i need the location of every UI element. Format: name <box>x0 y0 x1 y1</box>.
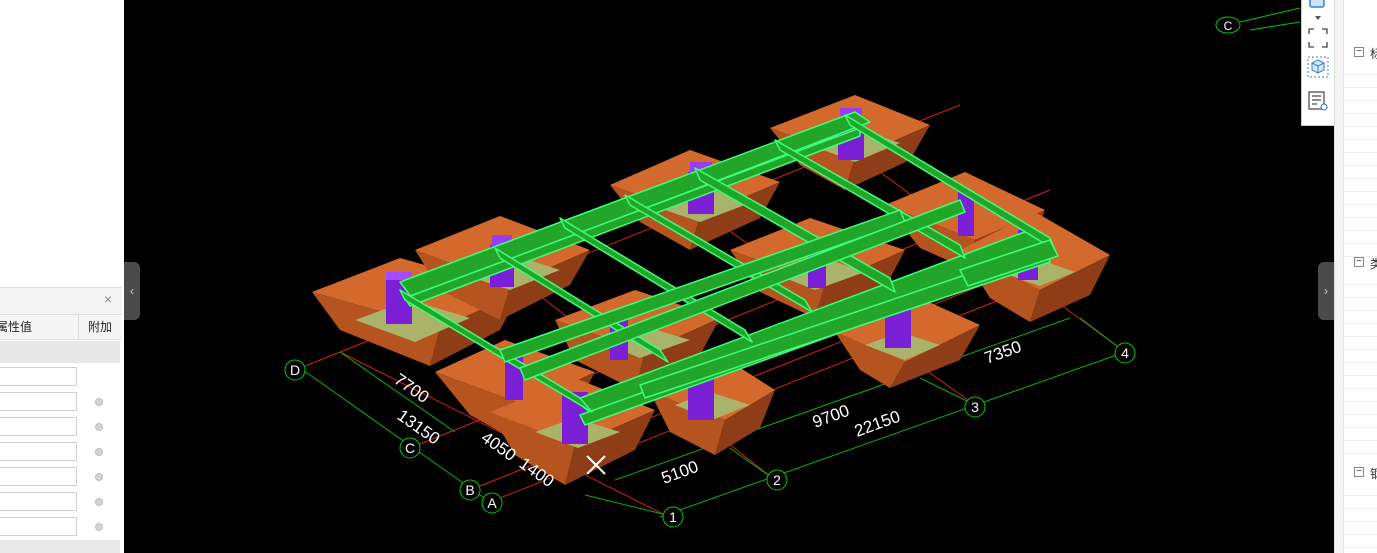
property-group-row[interactable] <box>0 341 120 363</box>
tree-collapse-toggle[interactable]: − <box>1354 467 1364 477</box>
property-row <box>0 465 120 490</box>
property-value-input[interactable] <box>0 442 77 461</box>
property-row <box>0 440 120 465</box>
grid-bubble-1: 1 <box>662 506 684 528</box>
column-header-value: 属性值 <box>0 315 79 340</box>
close-icon[interactable]: × <box>103 291 112 307</box>
property-value-input[interactable] <box>0 492 77 511</box>
property-row <box>0 415 120 440</box>
svg-text:B: B <box>465 482 474 498</box>
grid-bubble-d: D <box>284 359 306 381</box>
dropdown-arrow-icon[interactable] <box>1307 12 1329 22</box>
grid-bubble-b: B <box>459 479 481 501</box>
beams <box>399 111 1059 426</box>
extra-checkbox[interactable] <box>95 473 103 481</box>
dim-9700: 9700 <box>810 401 852 432</box>
dim-22150: 22150 <box>852 407 903 441</box>
properties-header: × <box>0 287 122 315</box>
tree-section-label[interactable]: 类 <box>1370 257 1377 271</box>
panel-scrollbar[interactable] <box>0 540 120 553</box>
view-cube-icon[interactable] <box>1307 0 1329 16</box>
properties-list-icon[interactable] <box>1307 90 1329 112</box>
crosshair-cursor-icon <box>586 455 606 475</box>
extra-checkbox[interactable] <box>95 448 103 456</box>
grid-bubble-c: C <box>399 437 421 459</box>
view-toolbar <box>1301 0 1335 126</box>
svg-text:4: 4 <box>1121 345 1129 361</box>
dimension-lines <box>299 317 1126 518</box>
extra-checkbox[interactable] <box>95 423 103 431</box>
extra-checkbox[interactable] <box>95 523 103 531</box>
property-row <box>0 390 120 415</box>
svg-text:C: C <box>405 440 415 456</box>
tree-section-label[interactable]: 标 <box>1370 47 1377 61</box>
svg-text:3: 3 <box>971 399 979 415</box>
collapse-left-panel-button[interactable]: ‹ <box>124 262 140 320</box>
grid-labels: D C B A 1 2 3 4 C <box>284 7 1301 528</box>
tree-rows <box>1343 272 1377 454</box>
dim-5100: 5100 <box>659 457 701 488</box>
3d-view-icon[interactable] <box>1307 56 1329 78</box>
dim-7350: 7350 <box>982 337 1024 368</box>
grid-bubble-a: A <box>481 492 503 514</box>
property-row <box>0 490 120 515</box>
property-row <box>0 365 120 390</box>
column-header-extra: 附加 <box>79 315 121 340</box>
panel-gutter <box>1335 0 1344 553</box>
3d-viewport[interactable]: D C B A 1 2 3 4 C 7700 13150 4050 1400 5… <box>124 0 1334 553</box>
tree-collapse-toggle[interactable]: − <box>1354 257 1364 267</box>
svg-text:A: A <box>487 495 497 511</box>
tree-rows <box>1343 483 1377 548</box>
tree-section-label[interactable]: 钢 <box>1370 467 1377 481</box>
property-value-input[interactable] <box>0 517 77 536</box>
grid-bubble-2: 2 <box>766 469 788 491</box>
property-value-input[interactable] <box>0 417 77 436</box>
component-list-area <box>0 0 122 283</box>
collapse-right-panel-button[interactable]: › <box>1318 262 1334 320</box>
svg-text:2: 2 <box>773 472 781 488</box>
fullscreen-icon[interactable] <box>1307 27 1329 49</box>
svg-text:1: 1 <box>669 509 677 525</box>
property-value-input[interactable] <box>0 392 77 411</box>
tree-collapse-toggle[interactable]: − <box>1354 47 1364 57</box>
grid-bubble-4: 4 <box>1114 342 1136 364</box>
tree-rows <box>1343 62 1377 257</box>
extra-checkbox[interactable] <box>95 498 103 506</box>
properties-panel: × 属性值 附加 <box>0 0 125 553</box>
component-tree-panel: − 标 − 类 − 钢 <box>1334 0 1377 553</box>
property-row <box>0 515 120 540</box>
property-value-input[interactable] <box>0 367 77 386</box>
view-cube-c-label: C <box>1215 16 1241 34</box>
property-value-input[interactable] <box>0 467 77 486</box>
grid-bubble-3: 3 <box>964 396 986 418</box>
extra-checkbox[interactable] <box>95 398 103 406</box>
structure-model[interactable]: D C B A 1 2 3 4 C 7700 13150 4050 1400 5… <box>124 0 1334 553</box>
svg-text:D: D <box>290 362 300 378</box>
svg-text:C: C <box>1224 19 1233 33</box>
